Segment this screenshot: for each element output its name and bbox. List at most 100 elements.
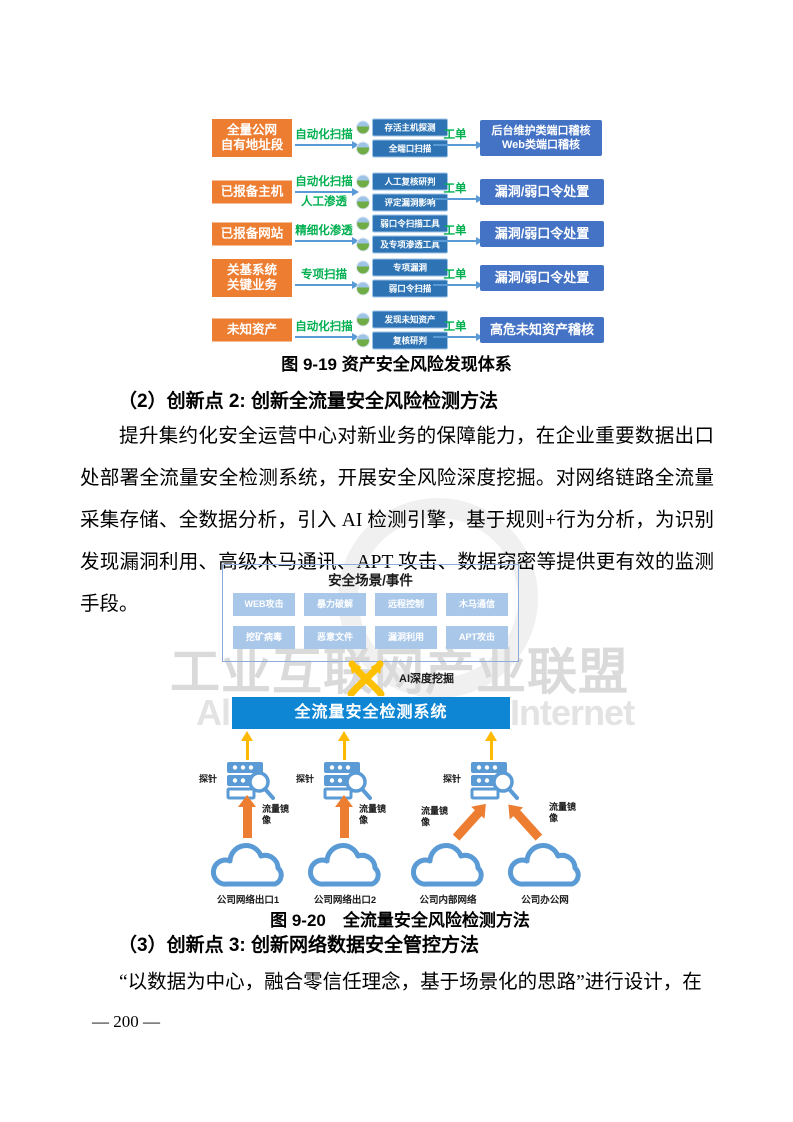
tool-item: 人工复核研判 — [356, 172, 448, 191]
scenario-chip: 挖矿病毒 — [233, 626, 295, 649]
scan-method: 自动化扫描 人工渗透 — [294, 175, 359, 209]
flow-row-public-network: 全量公网 自有地址段 自动化扫描 存活主机探测 全端口扫描 工单 后台维护类端口… — [208, 116, 606, 160]
probe-server-icon — [470, 762, 519, 800]
method-label: 自动化扫描 — [295, 321, 353, 333]
tool-label: 专项漏洞 — [372, 258, 448, 277]
traffic-mirror-label: 流量镜像 — [549, 802, 577, 823]
target-label: 高危未知资产稽核 — [489, 322, 594, 337]
scan-method: 精细化渗透 — [294, 224, 359, 245]
up-arrow-icon — [241, 731, 253, 760]
tool-list: 存活主机探测 全端口扫描 — [356, 118, 448, 158]
cloud-label: 公司内部网络 — [419, 895, 477, 906]
tool-label: 弱口令扫描 — [372, 279, 448, 298]
scenario-chip: 恶意文件 — [304, 626, 366, 649]
probe-label: 探针 — [199, 774, 218, 784]
mirror-up-arrow-icon — [238, 795, 256, 838]
flow-row-unknown-assets: 未知资产 自动化扫描 发现未知资产 复核研判 工单 高危未知资产稽核 — [208, 308, 606, 352]
target-label: 后台维护类端口稽核 — [491, 125, 591, 137]
work-order-label: 工单 — [443, 269, 467, 281]
tool-item: 复核研判 — [356, 331, 448, 350]
method-label: 自动化扫描 — [295, 129, 353, 141]
source-label: 已报备主机 — [220, 184, 284, 199]
scan-icon — [356, 195, 370, 210]
asset-source-box: 已报备主机 — [212, 180, 292, 204]
tool-item: 发现未知资产 — [356, 310, 448, 329]
tool-item: 弱口令扫描工具 — [356, 214, 448, 233]
figure-9-19-asset-risk-discovery: 全量公网 自有地址段 自动化扫描 存活主机探测 全端口扫描 工单 后台维护类端口… — [208, 110, 606, 355]
scan-icon — [356, 120, 370, 135]
tool-item: 全端口扫描 — [356, 139, 448, 158]
disposal-target-box: 漏洞/弱口令处置 — [480, 221, 604, 247]
asset-source-box: 全量公网 自有地址段 — [212, 119, 292, 157]
scan-icon — [356, 141, 370, 156]
mirror-up-arrow-icon — [512, 809, 543, 841]
traffic-mirror-label: 流量镜像 — [359, 804, 387, 825]
watermark-text-cn: 工业互联网产业联盟 — [170, 644, 629, 700]
tool-label: 及专项渗透工具 — [372, 235, 448, 254]
scenario-chip-row: 挖矿病毒 恶意文件 漏洞利用 APT攻击 — [233, 626, 508, 649]
scan-icon — [356, 216, 370, 231]
method-label: 专项扫描 — [301, 269, 347, 281]
method-label: 精细化渗透 — [295, 225, 353, 237]
tool-item: 弱口令扫描 — [356, 279, 448, 298]
work-order: 工单 — [432, 224, 483, 245]
scenario-chip: 漏洞利用 — [375, 626, 437, 649]
tool-label: 弱口令扫描工具 — [372, 214, 448, 233]
section-paragraph-innovation-3: “以数据为中心，融合零信任理念，基于场景化的思路”进行设计，在 — [119, 972, 702, 993]
target-label: Web类端口稽核 — [501, 139, 581, 151]
right-arrow-icon — [295, 188, 359, 196]
source-label: 自有地址段 — [220, 138, 284, 152]
scenario-title: 安全场景/事件 — [328, 573, 413, 588]
flow-row-critical-systems: 关基系统 关键业务 专项扫描 专项漏洞 弱口令扫描 工单 漏洞/弱口令处置 — [208, 256, 606, 300]
network-cloud-icon — [211, 843, 284, 887]
tool-label: 发现未知资产 — [372, 310, 448, 329]
tool-item: 存活主机探测 — [356, 118, 448, 137]
method-label: 人工渗透 — [301, 196, 347, 208]
cloud-label: 公司办公网 — [521, 895, 569, 906]
work-order-label: 工单 — [443, 183, 467, 195]
tool-list: 专项漏洞 弱口令扫描 — [356, 258, 448, 298]
section-heading-innovation-3: （3）创新点 3: 创新网络数据安全管控方法 — [118, 935, 480, 956]
probe-label: 探针 — [443, 774, 462, 784]
figure-9-20-caption: 图 9-20 全流量安全风险检测方法 — [270, 911, 530, 930]
network-cloud-icon — [411, 843, 484, 887]
scan-icon — [356, 333, 370, 348]
work-order-label: 工单 — [443, 129, 467, 141]
target-label: 漏洞/弱口令处置 — [494, 184, 590, 199]
tool-list: 发现未知资产 复核研判 — [356, 310, 448, 350]
tool-label: 评定漏洞影响 — [372, 193, 448, 212]
work-order: 工单 — [432, 128, 483, 149]
right-arrow-icon — [295, 237, 359, 245]
ai-mining-label: AI深度挖掘 — [399, 673, 454, 685]
flow-row-registered-websites: 已报备网站 精细化渗透 弱口令扫描工具 及专项渗透工具 工单 漏洞/弱口令处置 — [208, 212, 606, 256]
scenario-chip: 远程控制 — [375, 593, 437, 616]
work-order: 工单 — [432, 268, 483, 289]
method-label: 自动化扫描 — [295, 176, 353, 188]
right-arrow-icon — [295, 281, 359, 289]
tool-item: 及专项渗透工具 — [356, 235, 448, 254]
target-label: 漏洞/弱口令处置 — [494, 270, 590, 285]
scenario-chip: 暴力破解 — [304, 593, 366, 616]
right-arrow-icon — [433, 195, 483, 203]
disposal-target-box: 高危未知资产稽核 — [480, 317, 604, 343]
cloud-label: 公司网络出口1 — [216, 895, 280, 906]
tool-label: 全端口扫描 — [372, 139, 448, 158]
source-label: 关基系统 — [226, 263, 277, 277]
tool-label: 存活主机探测 — [372, 118, 448, 137]
flow-row-registered-hosts: 已报备主机 自动化扫描 人工渗透 人工复核研判 评定漏洞影响 工单 漏洞/弱口令… — [208, 170, 606, 214]
page-number: — 200 — — [92, 1012, 160, 1031]
source-label: 关键业务 — [226, 278, 277, 292]
crossing-arrows-icon — [347, 660, 385, 696]
disposal-target-box: 漏洞/弱口令处置 — [480, 179, 604, 205]
disposal-target-box: 漏洞/弱口令处置 — [480, 265, 604, 291]
work-order-label: 工单 — [443, 225, 467, 237]
traffic-mirror-label: 流量镜像 — [421, 806, 449, 827]
traffic-detection-system-bar: 全流量安全检测系统 — [232, 697, 510, 729]
scan-method: 自动化扫描 — [294, 128, 359, 149]
scan-method: 专项扫描 — [294, 268, 359, 289]
up-arrow-icon — [338, 731, 350, 760]
security-scenario-box: 安全场景/事件 WEB攻击 暴力破解 远程控制 木马通信 挖矿病毒 恶意文件 漏… — [222, 564, 519, 662]
tool-list: 弱口令扫描工具 及专项渗透工具 — [356, 214, 448, 254]
asset-source-box: 未知资产 — [212, 318, 292, 342]
scan-icon — [356, 312, 370, 327]
